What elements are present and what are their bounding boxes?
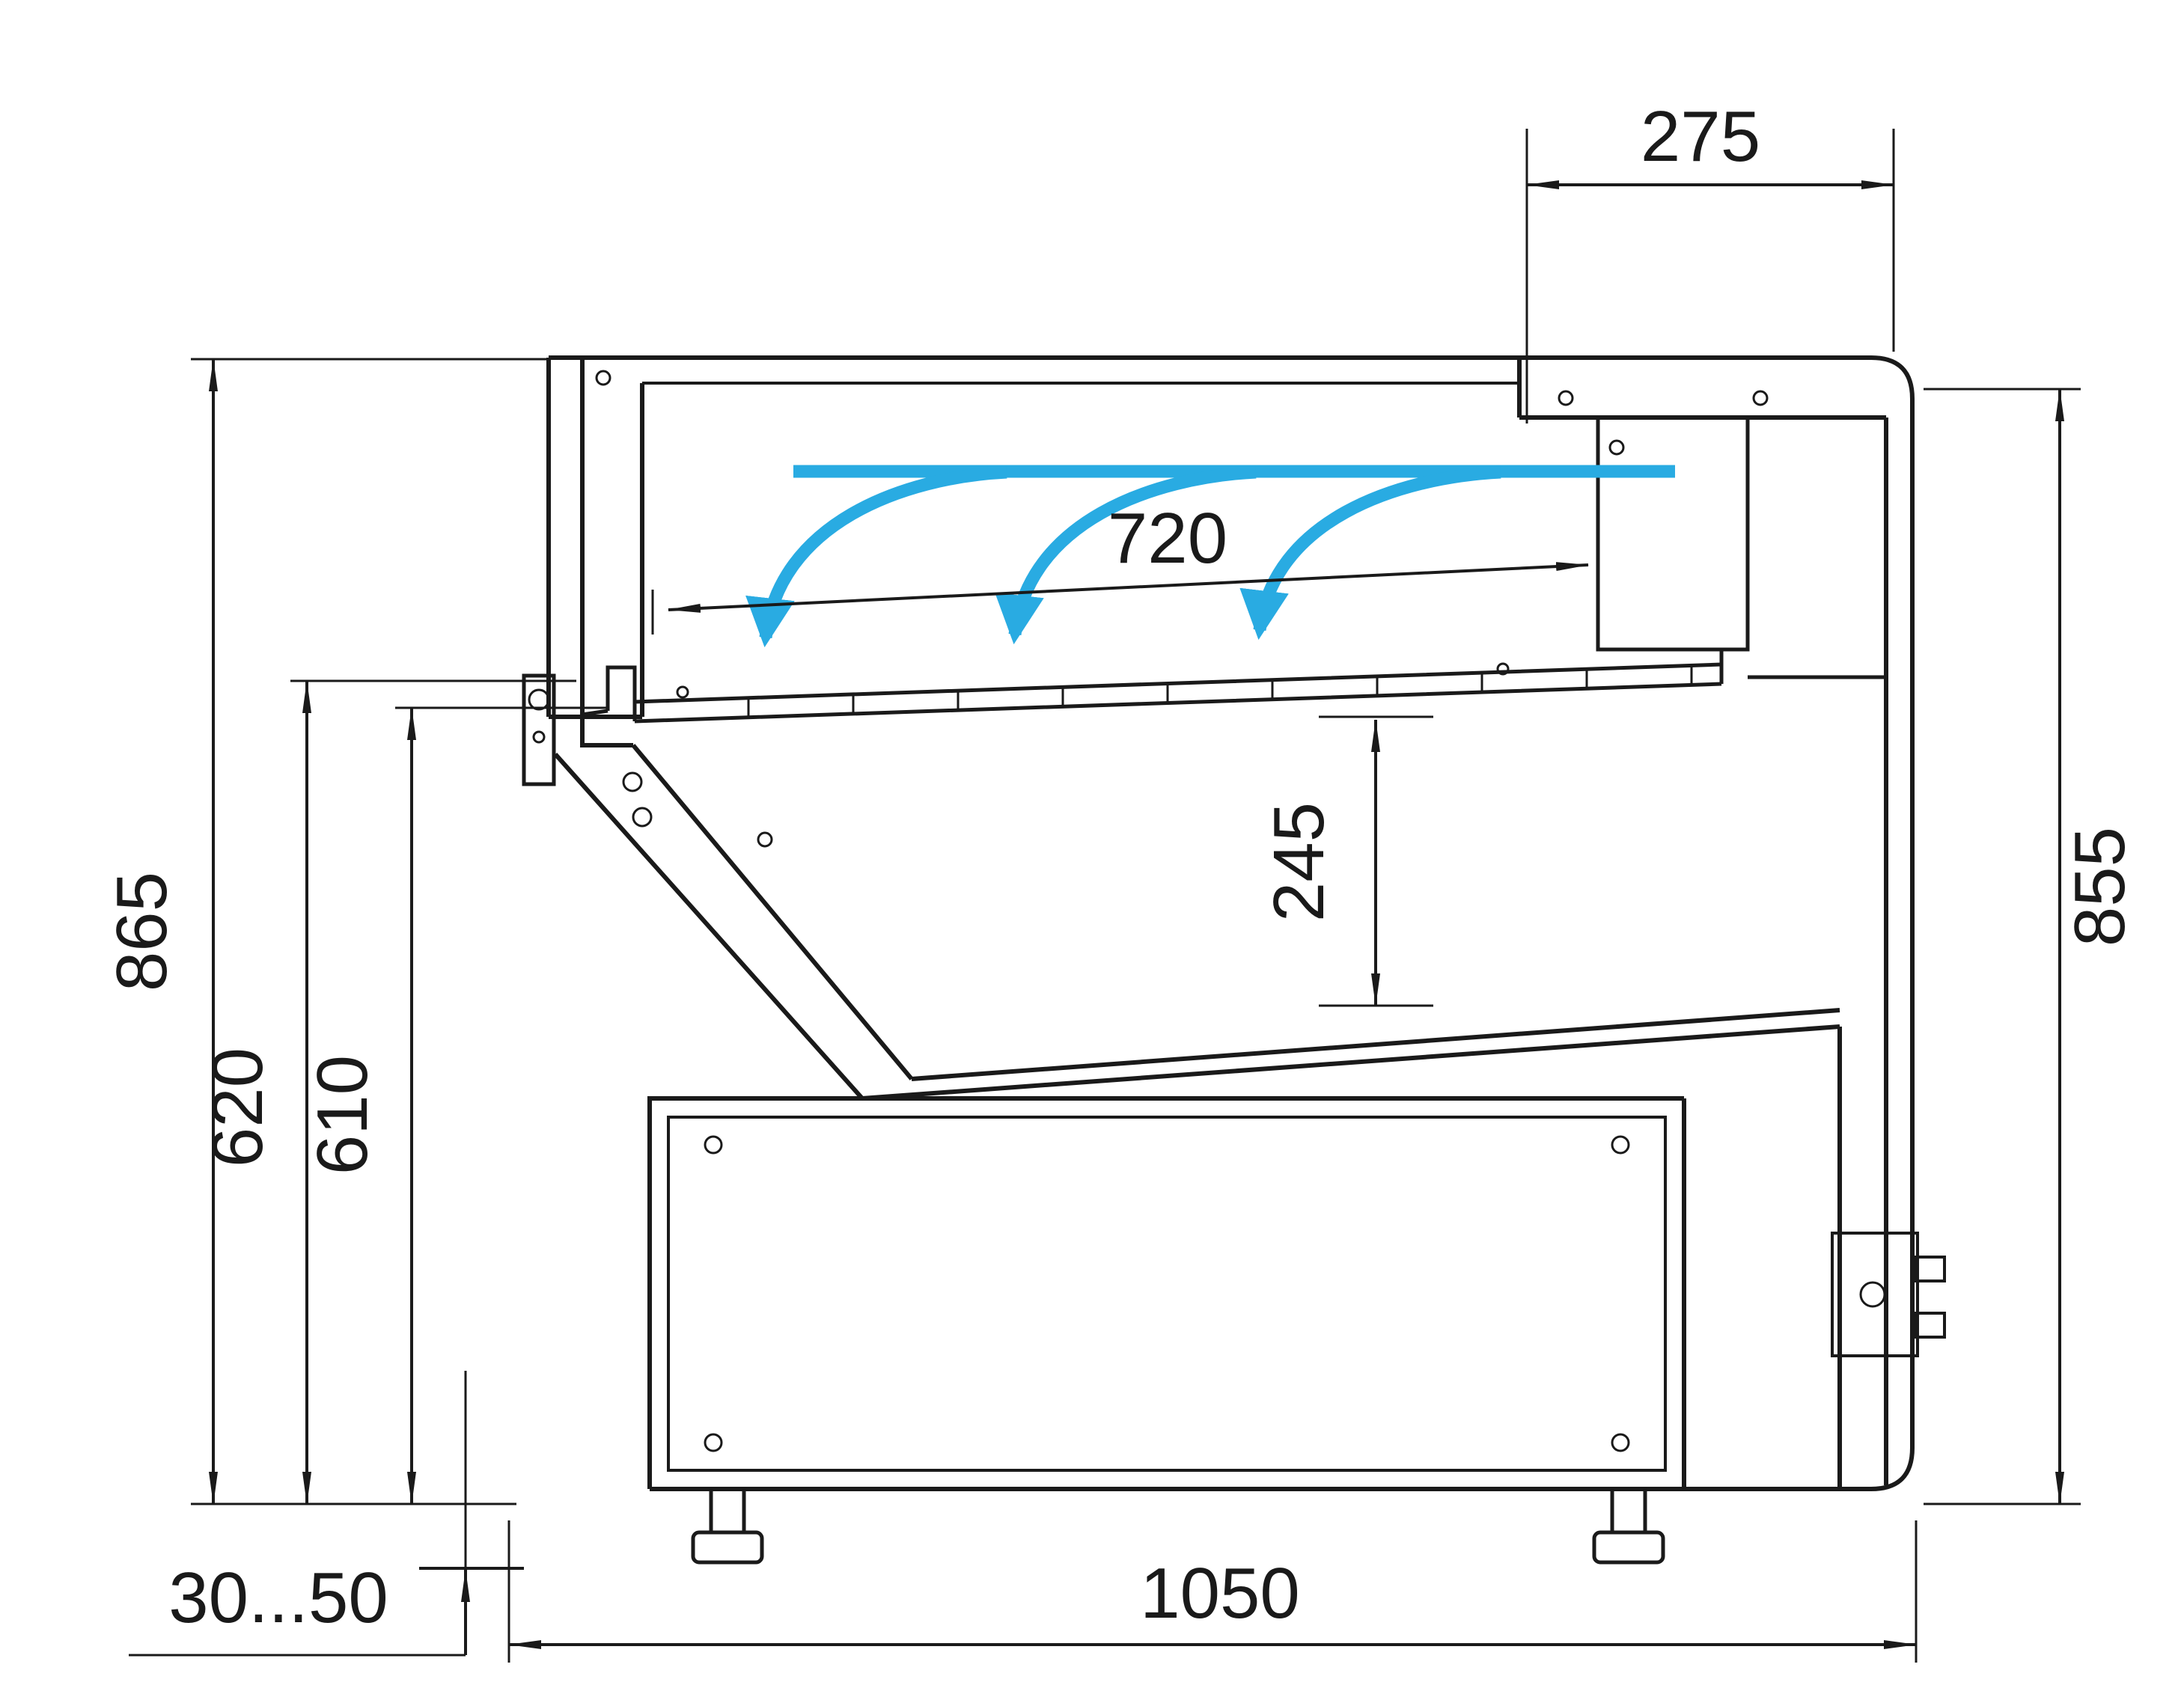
counter-body-outline xyxy=(522,355,1946,1565)
base-outline xyxy=(647,1096,1686,1489)
dim-label-top-width: 275 xyxy=(1641,97,1760,177)
deck-ticks xyxy=(747,665,1693,716)
counter-top-slab xyxy=(1517,358,1888,1485)
well-bottom xyxy=(861,1008,1842,1489)
dim-line-720 xyxy=(668,562,1589,613)
right-foot xyxy=(1592,1487,1665,1565)
dimension-system xyxy=(129,129,2081,1663)
air-duct-box xyxy=(1596,418,1750,652)
dim-label-height-610: 610 xyxy=(302,1055,382,1175)
connector-tab-top xyxy=(1915,1256,1946,1282)
base-inner-panel xyxy=(667,1116,1667,1472)
airflow-arc-left xyxy=(745,465,1007,648)
dim-label-well-depth: 245 xyxy=(1259,802,1339,922)
dim-label-height-back: 855 xyxy=(2060,827,2140,947)
screws-and-bolts xyxy=(528,370,1886,1452)
electrical-box xyxy=(1831,1232,1919,1357)
front-panel xyxy=(546,358,644,719)
display-deck xyxy=(582,649,1886,724)
dim-label-depth-total: 1050 xyxy=(1140,1553,1300,1633)
extension-lines xyxy=(129,129,2081,1663)
outer-shell xyxy=(549,355,1915,1491)
front-slant-panel xyxy=(553,717,914,1100)
connector-tab-bottom xyxy=(1915,1312,1946,1339)
left-foot xyxy=(691,1487,764,1565)
dim-label-feet-range: 30...50 xyxy=(168,1558,388,1638)
dim-label-deck-width: 720 xyxy=(1108,498,1227,578)
dim-label-height-620: 620 xyxy=(198,1048,278,1167)
dimension-labels: 275 720 245 865 620 610 855 1050 30...50 xyxy=(102,97,2140,1638)
dim-label-height-front: 865 xyxy=(102,872,182,991)
front-bracket xyxy=(522,673,556,786)
airflow-arc-right xyxy=(1239,465,1501,640)
